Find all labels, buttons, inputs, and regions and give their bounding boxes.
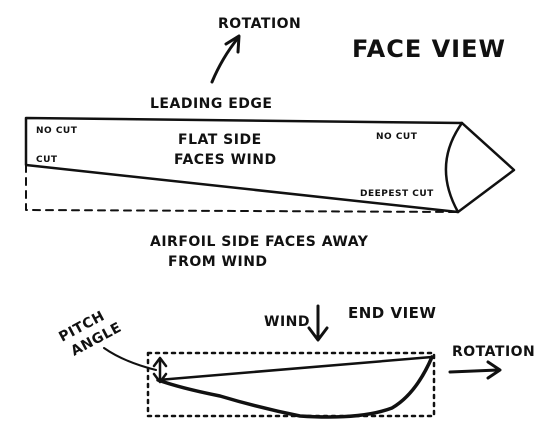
- face-rotation-label: ROTATION: [218, 16, 301, 32]
- face-view: FACE VIEW ROTATION LEADING EDGE NO CUT C…: [24, 16, 516, 270]
- rotation-arrow-head: [224, 34, 241, 54]
- deepest-cut-label: DEEPEST CUT: [360, 189, 434, 199]
- wind-arrow-head: [307, 326, 329, 342]
- blade-tip-curve: [444, 121, 464, 214]
- end-view: WIND END VIEW PITCH ANGLE ROTATION: [56, 304, 535, 419]
- pitch-indicator-up-arrow: [152, 356, 168, 368]
- wind-label: WIND: [264, 314, 310, 330]
- airfoil-note-line1: AIRFOIL SIDE FACES AWAY: [150, 234, 369, 250]
- face-view-title: FACE VIEW: [352, 35, 506, 63]
- pitch-angle-label: PITCH ANGLE: [56, 308, 124, 359]
- blade-outline: [24, 116, 516, 214]
- airfoil-flat-side: [156, 355, 434, 382]
- end-stock-outline: [146, 351, 436, 418]
- no-cut-left-label: NO CUT: [36, 126, 78, 136]
- rotation-arrow-shaft: [210, 36, 240, 84]
- end-rotation-label: ROTATION: [452, 344, 535, 360]
- no-cut-right-label: NO CUT: [376, 132, 418, 142]
- cut-label: CUT: [36, 155, 58, 165]
- uncut-stock-outline: [25, 164, 459, 213]
- airfoil-note-line2: FROM WIND: [168, 254, 268, 270]
- flat-side-label: FLAT SIDE: [178, 132, 262, 148]
- end-rotation-arrow-shaft: [448, 368, 500, 374]
- pitch-indicator-down-arrow: [152, 372, 168, 384]
- end-view-title: END VIEW: [348, 304, 436, 322]
- faces-wind-label: FACES WIND: [174, 152, 277, 168]
- pitch-leader-line: [103, 347, 157, 371]
- end-rotation-arrow-head: [486, 360, 502, 380]
- airfoil-curved-side: [156, 355, 434, 419]
- leading-edge-label: LEADING EDGE: [150, 96, 272, 112]
